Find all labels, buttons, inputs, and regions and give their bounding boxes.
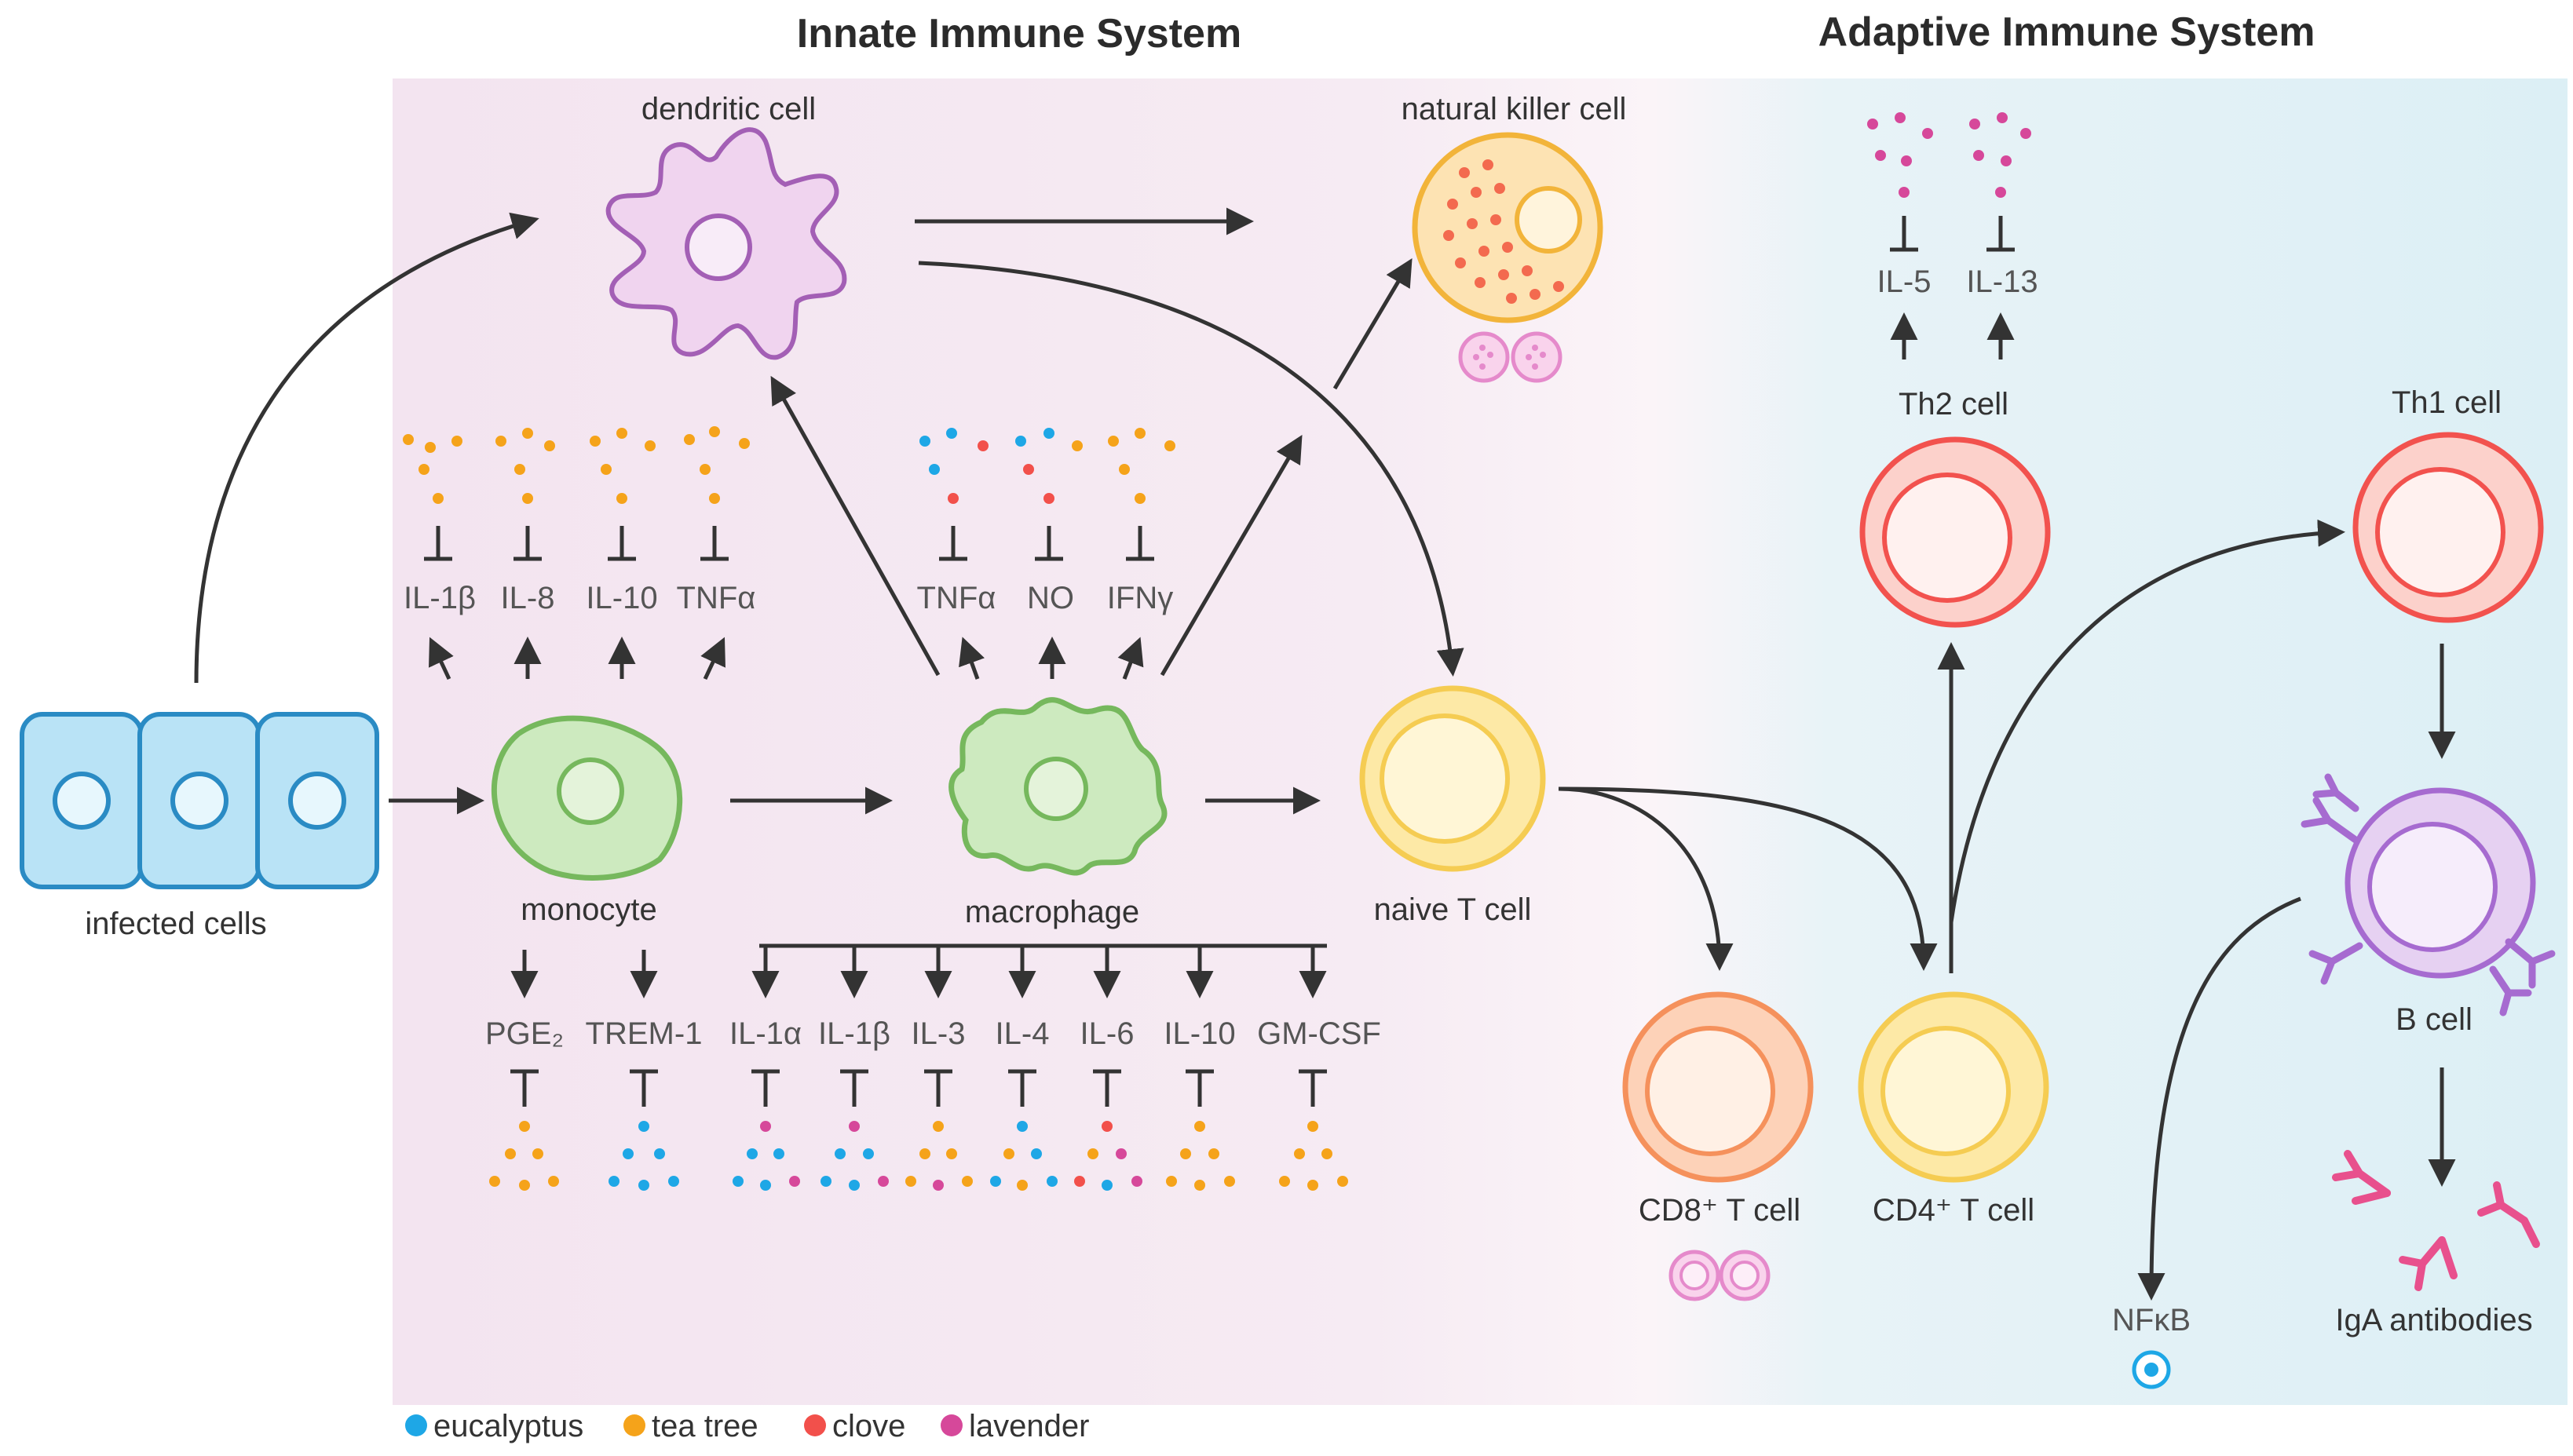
legend-item: tea tree bbox=[623, 1409, 758, 1443]
legend-label: clove bbox=[832, 1409, 905, 1443]
cytokine-label: IL-10 bbox=[1164, 1016, 1235, 1051]
cytokine-label: GM-CSF bbox=[1257, 1016, 1381, 1051]
nfkb-icon bbox=[2132, 1350, 2171, 1389]
cd4-t-cell bbox=[1858, 991, 2049, 1183]
th1-cell bbox=[2352, 432, 2544, 623]
legend-swatch-eucalyptus bbox=[405, 1414, 427, 1436]
cytokine-label: PGE₂ bbox=[485, 1016, 564, 1051]
dendritic-cell-label: dendritic cell bbox=[641, 92, 816, 126]
legend-swatch-tea-tree bbox=[623, 1414, 645, 1436]
cytokine-labels: IL-1β IL-8 IL-10 TNFα TNFα NO IFNγ IL-5 … bbox=[404, 265, 2038, 1051]
iga-antibodies bbox=[2332, 1150, 2540, 1291]
cytokine-label: TREM-1 bbox=[586, 1016, 703, 1051]
macrophage bbox=[948, 697, 1168, 876]
th2-cell bbox=[1859, 436, 2051, 628]
cytokine-label: IL-6 bbox=[1080, 1016, 1135, 1051]
cytokine-label: NO bbox=[1027, 581, 1074, 615]
legend-item: lavender bbox=[941, 1409, 1089, 1443]
inhibition-bars bbox=[424, 216, 2015, 1107]
b-cell-label: B cell bbox=[2396, 1002, 2472, 1037]
legend-item: eucalyptus bbox=[405, 1409, 583, 1443]
legend: eucalyptus tea tree clove lavender bbox=[405, 1409, 1089, 1443]
macrophage-label: macrophage bbox=[965, 895, 1139, 929]
b-cell bbox=[2301, 773, 2556, 1016]
cytokine-label: IL-1α bbox=[729, 1016, 802, 1051]
cd4-t-cell-label: CD4⁺ T cell bbox=[1873, 1193, 2034, 1228]
infected-cells-label: infected cells bbox=[85, 907, 266, 941]
legend-item: clove bbox=[804, 1409, 905, 1443]
cd8-t-cell bbox=[1622, 991, 1814, 1183]
cytokine-label: IL-3 bbox=[912, 1016, 966, 1051]
cytokine-label: IL-1β bbox=[818, 1016, 890, 1051]
th2-cell-label: Th2 cell bbox=[1899, 387, 2008, 421]
infected-cells bbox=[20, 712, 379, 889]
cytokine-label: IL-10 bbox=[586, 581, 657, 615]
legend-label: tea tree bbox=[652, 1409, 758, 1443]
adaptive-title: Adaptive Immune System bbox=[1818, 9, 2315, 55]
cytokine-label: IL-1β bbox=[404, 581, 476, 615]
cytokine-label: IL-8 bbox=[501, 581, 555, 615]
nk-cell bbox=[1412, 132, 1603, 323]
legend-label: lavender bbox=[969, 1409, 1089, 1443]
oil-dot-clusters bbox=[403, 112, 2031, 1191]
cytokine-label: TNFα bbox=[677, 581, 756, 615]
cytokine-label: TNFα bbox=[917, 581, 996, 615]
cytokine-label: IFNγ bbox=[1107, 581, 1173, 615]
cd8-t-cell-label: CD8⁺ T cell bbox=[1639, 1193, 1800, 1228]
cytokine-label: IL-5 bbox=[1877, 265, 1932, 299]
legend-swatch-clove bbox=[804, 1414, 826, 1436]
iga-antibodies-label: IgA antibodies bbox=[2335, 1303, 2532, 1337]
cd8-granules bbox=[1668, 1250, 1771, 1301]
legend-label: eucalyptus bbox=[433, 1409, 583, 1443]
th1-cell-label: Th1 cell bbox=[2392, 385, 2502, 420]
nfkb-label: NFκB bbox=[2112, 1303, 2191, 1337]
cytokine-label: IL-13 bbox=[1966, 265, 2038, 299]
cytokine-label: IL-4 bbox=[996, 1016, 1050, 1051]
dendritic-cell bbox=[605, 127, 847, 360]
nk-granules bbox=[1458, 331, 1562, 383]
legend-swatch-lavender bbox=[941, 1414, 963, 1436]
arrows bbox=[194, 207, 2456, 1301]
monocyte-label: monocyte bbox=[521, 892, 656, 927]
naive-t-cell bbox=[1359, 685, 1546, 872]
nk-cell-label: natural killer cell bbox=[1402, 92, 1627, 126]
naive-t-cell-label: naive T cell bbox=[1374, 892, 1532, 927]
monocyte bbox=[491, 715, 683, 881]
innate-title: Innate Immune System bbox=[797, 11, 1241, 57]
